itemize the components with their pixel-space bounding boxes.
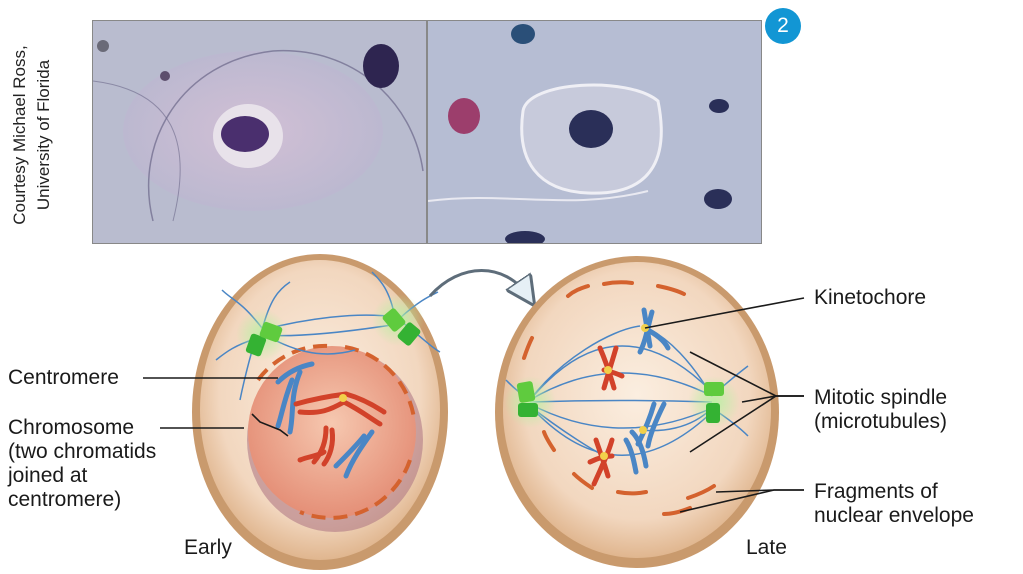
micrograph-early <box>92 20 427 244</box>
chromosome-line-3: joined at <box>8 464 88 487</box>
early-cell <box>192 254 448 570</box>
chromosome-bracket <box>251 413 289 437</box>
mitotic-line-2: (microtubules) <box>814 410 948 433</box>
chromosome-line-2: (two chromatids <box>8 440 157 463</box>
micrograph-late <box>427 20 762 244</box>
spindle-leader-3 <box>689 395 804 453</box>
label-centromere: Centromere <box>8 366 119 389</box>
fragments-line-2: nuclear envelope <box>814 504 974 527</box>
step-badge: 2 <box>765 8 801 44</box>
label-mitotic-spindle: Mitotic spindle (microtubules) <box>814 386 947 434</box>
mitotic-line-1: Mitotic spindle <box>814 386 948 409</box>
label-kinetochore: Kinetochore <box>814 286 927 309</box>
label-early: Early <box>184 536 232 559</box>
kinetochore-leader <box>644 297 805 329</box>
fragments-leader-2 <box>679 489 804 513</box>
late-cell <box>495 256 779 568</box>
leader-lines <box>143 297 805 513</box>
label-late: Late <box>746 536 787 559</box>
label-chromosome: Chromosome (two chromatids joined at cen… <box>8 416 156 512</box>
chromosome-line-1: Chromosome <box>8 416 135 439</box>
fragments-line-1: Fragments of <box>814 480 938 503</box>
chromosome-line-4: centromere) <box>8 488 122 511</box>
label-fragments: Fragments of nuclear envelope <box>814 480 974 528</box>
